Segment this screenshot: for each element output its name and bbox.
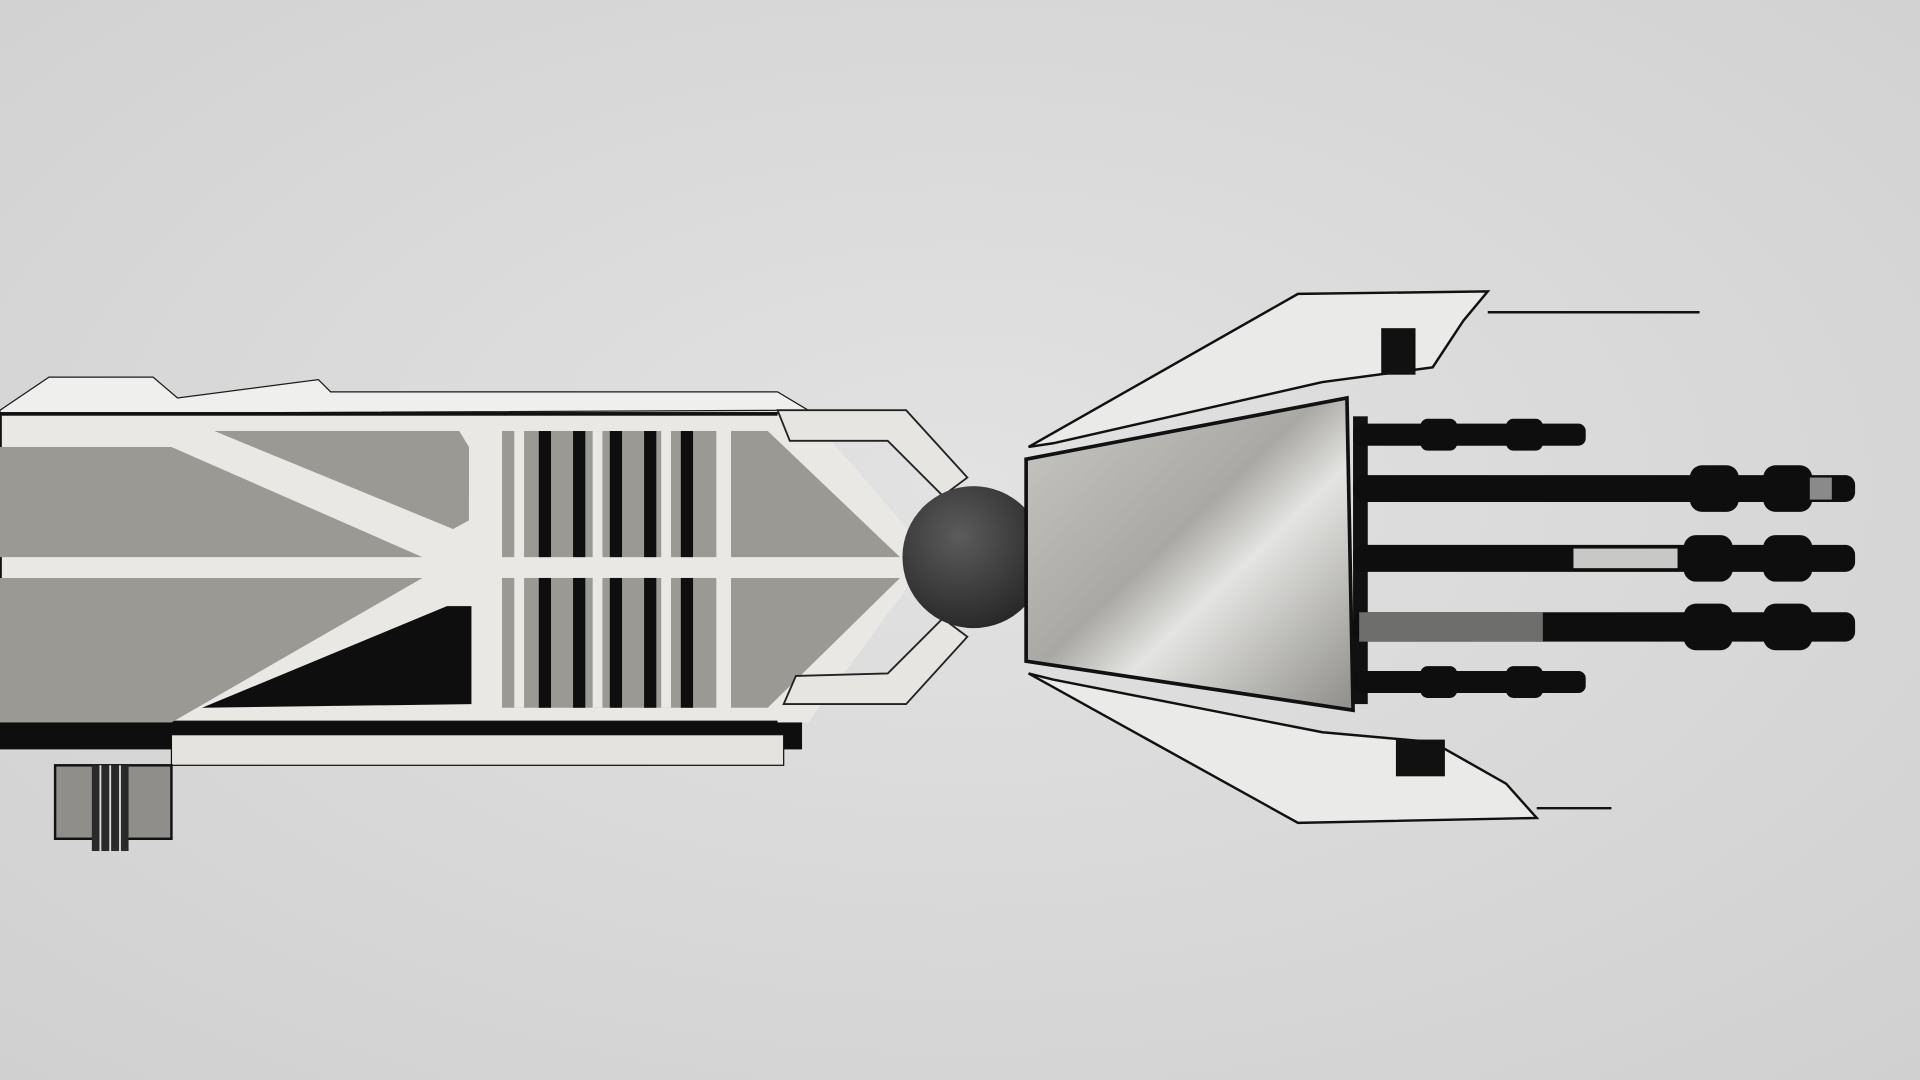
panel-bottom-left <box>0 577 423 723</box>
top-clip <box>1381 328 1416 375</box>
panel-top-left <box>0 446 423 558</box>
finger-4 <box>1353 603 1856 651</box>
panel-right-top <box>731 431 900 558</box>
connector <box>53 764 173 852</box>
top-finger-plate <box>1027 290 1491 449</box>
panel-right-bottom <box>731 577 900 708</box>
finger-5 <box>1353 666 1586 698</box>
forearm <box>0 376 916 852</box>
bottom-finger-plate <box>1027 672 1540 825</box>
finger-3 <box>1353 535 1856 582</box>
wrist-ball-joint <box>902 486 1045 629</box>
palm-funnel <box>1024 395 1355 713</box>
bottom-clip <box>1395 739 1445 777</box>
finger-2 <box>1353 465 1856 512</box>
forearm-bottom-plate <box>170 734 785 766</box>
panel-bottom-dark <box>202 606 472 708</box>
vent-slats <box>502 431 717 708</box>
panel-top-mid <box>214 431 469 529</box>
finger-1 <box>1353 418 1586 451</box>
hand <box>1024 290 1856 825</box>
